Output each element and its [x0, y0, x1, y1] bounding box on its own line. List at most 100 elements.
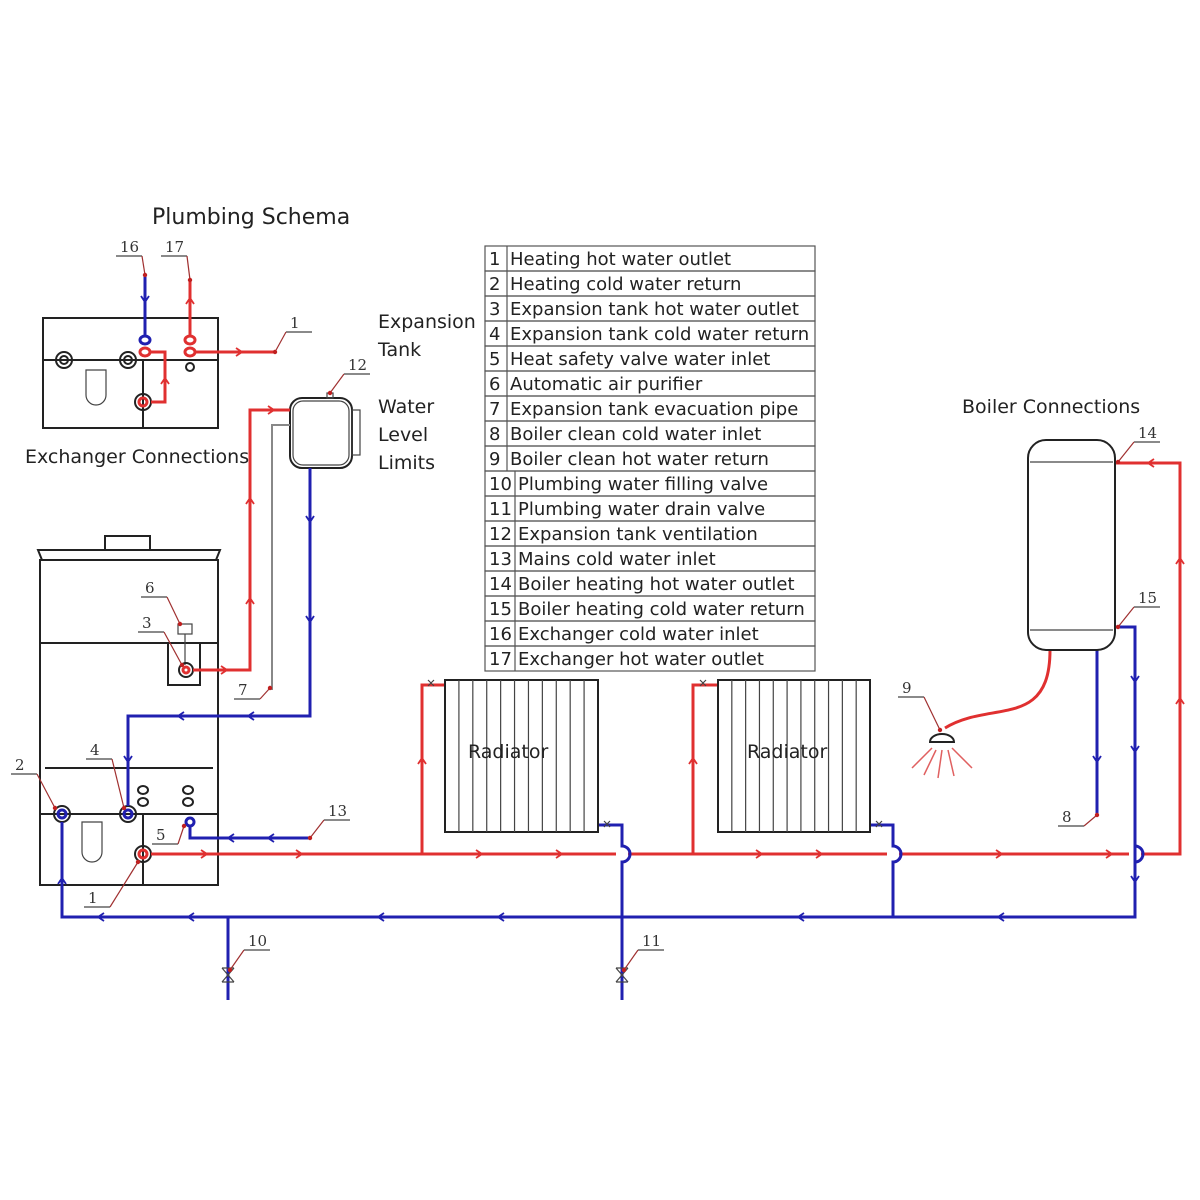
- flow-arrow-icon: [226, 833, 235, 843]
- water-boiler-tank: [1027, 439, 1116, 651]
- expansion-caption-2: Tank: [377, 339, 421, 361]
- expansion-tank: [289, 392, 361, 469]
- drain-valve-icon[interactable]: [615, 967, 629, 983]
- flow-arrows: [57, 295, 1185, 922]
- callout-c2: 2: [15, 756, 25, 774]
- legend-label: Heating hot water outlet: [510, 249, 731, 270]
- legend-number: 8: [489, 424, 500, 445]
- flow-arrow-icon: [140, 295, 150, 304]
- callout-arrowhead: [1115, 459, 1121, 465]
- flow-arrow-icon: [96, 912, 105, 922]
- shower-head-icon: [911, 733, 973, 779]
- diagram-title: Plumbing Schema: [152, 205, 350, 230]
- callout-leader: [166, 596, 181, 625]
- callout-c7: 7: [238, 681, 248, 699]
- flow-arrow-icon: [305, 615, 315, 624]
- flow-arrow-icon: [1130, 875, 1140, 884]
- legend-number: 12: [489, 524, 512, 545]
- legend-label: Expansion tank cold water return: [510, 324, 809, 345]
- legend-number: 6: [489, 374, 500, 395]
- legend-label: Expansion tank ventilation: [518, 524, 758, 545]
- flow-arrow-icon: [220, 665, 229, 675]
- flow-arrow-icon: [185, 296, 195, 305]
- radiator-1-caption: Radiator: [468, 741, 548, 763]
- flow-arrow-icon: [1175, 696, 1185, 705]
- callout-leader: [623, 949, 639, 971]
- callout-arrowhead: [142, 272, 148, 278]
- legend-number: 5: [489, 349, 500, 370]
- heating-return-main: [60, 625, 1137, 919]
- exchanger-unit: [42, 317, 219, 429]
- legend-label: Exchanger hot water outlet: [518, 649, 764, 670]
- legend-number: 17: [489, 649, 512, 670]
- callout-arrowhead: [179, 662, 185, 668]
- legend-number: 2: [489, 274, 500, 295]
- callout-leader: [1117, 606, 1135, 628]
- flow-arrow-icon: [200, 849, 209, 859]
- flow-arrow-icon: [176, 711, 185, 721]
- legend-number: 4: [489, 324, 500, 345]
- callout-leader: [186, 255, 191, 281]
- callout-c16: 16: [120, 238, 139, 256]
- callout-c1top: 1: [290, 314, 300, 332]
- callout-leader: [111, 758, 125, 809]
- water-caption-3: Limits: [378, 452, 435, 474]
- callout-arrowhead: [121, 805, 127, 811]
- shower-hot-pipe: [944, 649, 1052, 730]
- callout-c4: 4: [90, 741, 100, 759]
- legend-label: Exchanger cold water inlet: [518, 624, 759, 645]
- legend-label: Expansion tank evacuation pipe: [510, 399, 798, 420]
- callout-c12: 12: [348, 356, 367, 374]
- boiler-caption: Boiler Connections: [962, 396, 1140, 418]
- callout-leader: [163, 631, 183, 666]
- callout-c1: 1: [88, 889, 98, 907]
- flow-arrow-icon: [1130, 675, 1140, 684]
- expansion-caption-1: Expansion: [378, 311, 476, 333]
- flow-arrow-icon: [1146, 458, 1155, 468]
- callout-arrowhead: [307, 835, 313, 841]
- flow-arrow-icon: [266, 833, 275, 843]
- callout-leader: [36, 773, 56, 809]
- legend-label: Heating cold water return: [510, 274, 741, 295]
- flow-arrow-icon: [245, 496, 255, 505]
- callout-leader: [329, 373, 345, 394]
- flow-arrow-icon: [496, 912, 505, 922]
- flow-arrow-icon: [235, 347, 244, 357]
- flow-arrow-icon: [295, 849, 304, 859]
- legend-number: 1: [489, 249, 500, 270]
- legend-label: Heat safety valve water inlet: [510, 349, 770, 370]
- callout-c8: 8: [1062, 808, 1072, 826]
- flow-arrow-icon: [417, 756, 427, 765]
- callout-leader: [141, 255, 146, 276]
- legend-table: 1 Heating hot water outlet 2 Heating cold w…: [484, 245, 816, 672]
- flow-arrow-icon: [245, 596, 255, 605]
- evacuation-pipe: [271, 424, 290, 690]
- flow-arrow-icon: [186, 912, 195, 922]
- callout-arrowhead: [135, 859, 141, 865]
- callout-leader: [274, 331, 287, 353]
- flow-arrow-icon: [796, 912, 805, 922]
- expansion-hot-pipe: [193, 408, 290, 672]
- fill-valve-icon[interactable]: [221, 967, 235, 983]
- flow-arrow-icon: [688, 756, 698, 765]
- callout-arrowhead: [181, 823, 187, 829]
- flow-arrow-icon: [1175, 556, 1185, 565]
- radiator-2-supply: [691, 683, 718, 854]
- flow-arrow-icon: [1105, 849, 1114, 859]
- legend-number: 15: [489, 599, 512, 620]
- flow-arrow-icon: [160, 376, 170, 385]
- flow-arrow-icon: [815, 849, 824, 859]
- legend-number: 10: [489, 474, 512, 495]
- callout-leader: [309, 819, 325, 839]
- callout-c5: 5: [156, 826, 166, 844]
- callout-c14: 14: [1138, 424, 1157, 442]
- legend-number: 16: [489, 624, 512, 645]
- callout-arrowhead: [177, 621, 183, 627]
- legend-label: Automatic air purifier: [510, 374, 703, 395]
- callout-arrowhead: [272, 349, 278, 355]
- callout-c10: 10: [248, 932, 267, 950]
- legend-number: 7: [489, 399, 500, 420]
- radiator-1-return: [598, 823, 632, 1000]
- callout-arrowhead: [267, 685, 273, 691]
- callout-arrowhead: [52, 805, 58, 811]
